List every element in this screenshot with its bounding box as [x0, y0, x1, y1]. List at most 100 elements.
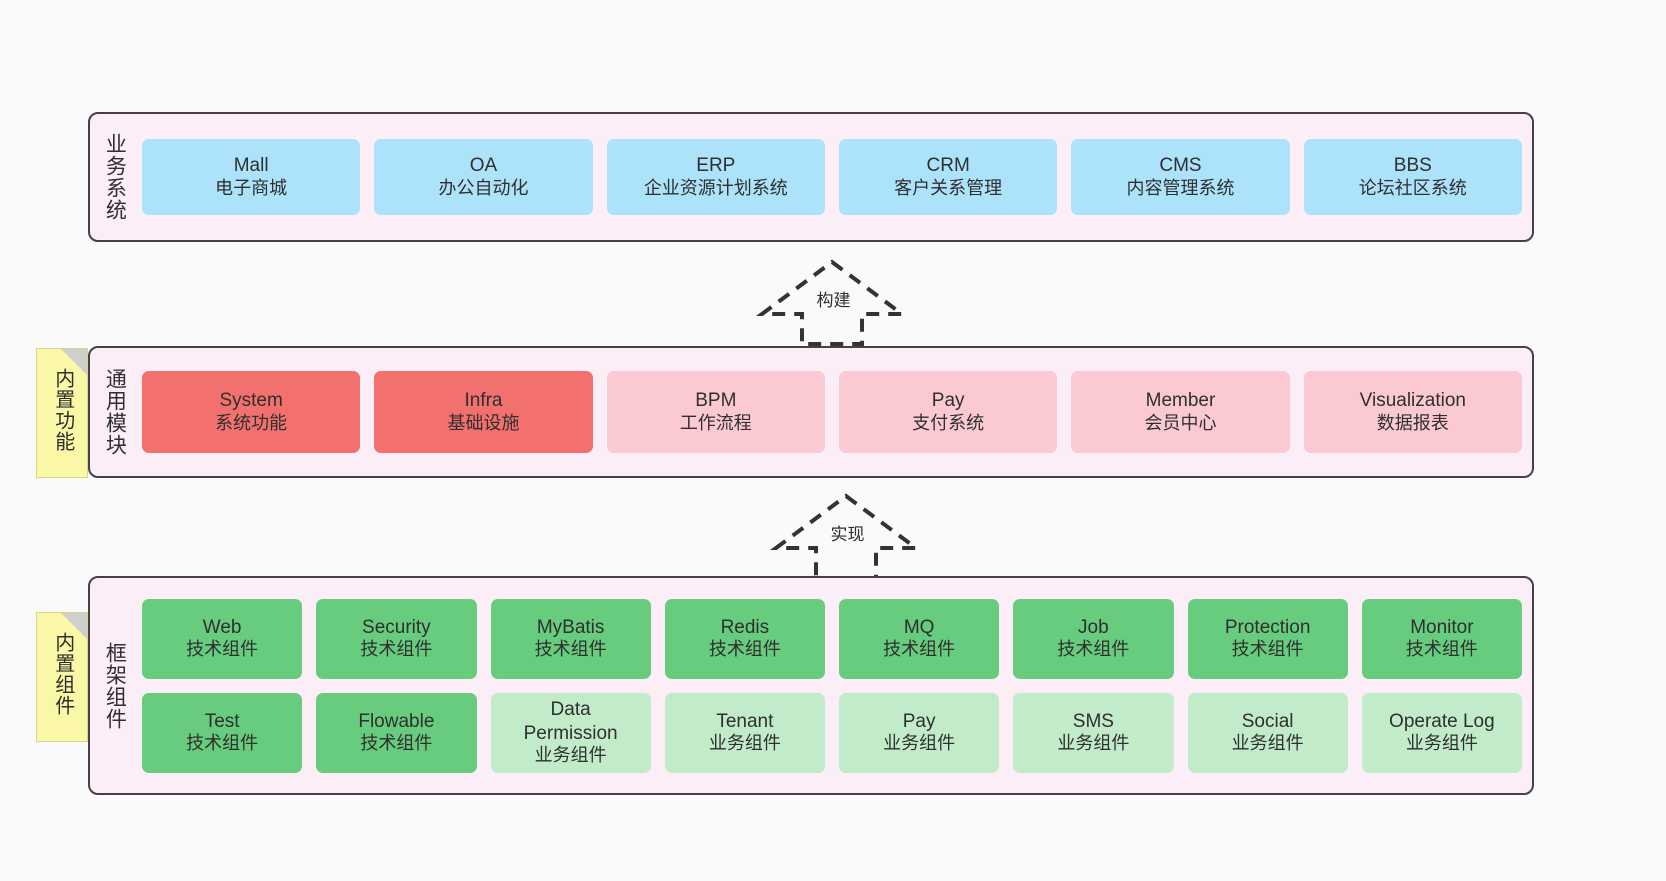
card-mybatis[interactable]: MyBatis 技术组件: [490, 598, 651, 679]
card-title-en: Monitor: [1410, 616, 1474, 638]
card-title-en: Pay: [902, 710, 936, 732]
card-crm[interactable]: CRM 客户关系管理: [838, 139, 1058, 215]
framework-tech-row: Web 技术组件 Security 技术组件 MyBatis 技术组件 Redi…: [142, 598, 1522, 679]
card-title-en: Mall: [233, 155, 269, 177]
band-label-framework-components: 框架组件: [103, 641, 127, 730]
card-test[interactable]: Test 技术组件: [142, 692, 303, 773]
card-monitor[interactable]: Monitor 技术组件: [1361, 598, 1522, 679]
card-redis[interactable]: Redis 技术组件: [664, 598, 825, 679]
card-title-en: System: [219, 390, 283, 412]
note-label: 内置组件: [51, 632, 74, 716]
card-sms[interactable]: SMS 业务组件: [1013, 692, 1174, 773]
common-modules-row: System 系统功能 Infra 基础设施 BPM 工作流程 Pay 支付系统…: [142, 371, 1522, 453]
card-flowable[interactable]: Flowable 技术组件: [316, 692, 477, 773]
card-title-en: Member: [1145, 390, 1216, 412]
card-mall[interactable]: Mall 电子商城: [142, 139, 361, 215]
card-title-en: MQ: [903, 616, 935, 638]
note-fold-icon: [61, 613, 87, 639]
card-title-en: Test: [204, 710, 240, 732]
card-title-en: CMS: [1159, 155, 1202, 177]
note-label: 内置功能: [51, 368, 74, 452]
card-title-cn: 技术组件: [534, 639, 607, 660]
note-builtin-components: 内置组件: [36, 612, 88, 742]
card-title-cn: 技术组件: [1231, 639, 1304, 660]
card-title-en: Redis: [720, 616, 770, 638]
card-title-en: BBS: [1393, 155, 1432, 177]
card-job[interactable]: Job 技术组件: [1013, 598, 1174, 679]
connector-implement-label: 实现: [828, 520, 867, 545]
card-title-en: SMS: [1072, 710, 1114, 732]
framework-biz-row: Test 技术组件 Flowable 技术组件 Data Permission …: [142, 692, 1522, 773]
card-title-en: Tenant: [716, 710, 774, 732]
connector-build-icon: [755, 259, 909, 346]
card-title-cn: 内容管理系统: [1126, 177, 1235, 198]
card-title-en: Operate Log: [1389, 710, 1495, 732]
card-title-en: ERP: [696, 155, 736, 177]
card-bpm[interactable]: BPM 工作流程: [606, 371, 825, 453]
band-common-modules: 通用模块 System 系统功能 Infra 基础设施 BPM 工作流程 Pay…: [88, 346, 1534, 478]
card-security[interactable]: Security 技术组件: [316, 598, 477, 679]
card-protection[interactable]: Protection 技术组件: [1187, 598, 1348, 679]
band-framework-components: 框架组件 Web 技术组件 Security 技术组件 MyBatis 技术组件…: [88, 576, 1534, 795]
card-title-cn: 技术组件: [186, 733, 259, 754]
card-member[interactable]: Member 会员中心: [1071, 371, 1290, 453]
card-title-cn: 业务组件: [1405, 733, 1478, 754]
card-web[interactable]: Web 技术组件: [142, 598, 303, 679]
card-mq[interactable]: MQ 技术组件: [839, 598, 1000, 679]
card-title-cn: 系统功能: [215, 412, 288, 433]
card-cms[interactable]: CMS 内容管理系统: [1071, 139, 1290, 215]
card-title-cn: 技术组件: [883, 639, 956, 660]
card-title-en: Social: [1241, 710, 1294, 732]
card-title-cn: 企业资源计划系统: [643, 177, 788, 198]
card-title-en: Web: [202, 616, 242, 638]
card-pay-component[interactable]: Pay 业务组件: [839, 692, 1000, 773]
card-title-en: Flowable: [358, 710, 435, 732]
card-title-cn: 业务组件: [708, 733, 781, 754]
band-body-business-systems: Mall 电子商城 OA 办公自动化 ERP 企业资源计划系统 CRM 客户关系…: [138, 114, 1532, 240]
connector-implement: 实现: [766, 490, 926, 582]
card-title-en: BPM: [695, 390, 737, 412]
card-title-cn: 办公自动化: [438, 177, 529, 198]
card-operate-log[interactable]: Operate Log 业务组件: [1361, 692, 1522, 773]
card-title-cn: 技术组件: [708, 639, 781, 660]
card-social[interactable]: Social 业务组件: [1187, 692, 1348, 773]
card-title-en: CRM: [926, 155, 970, 177]
card-title-en: Visualization: [1359, 390, 1466, 412]
band-business-systems: 业务系统 Mall 电子商城 OA 办公自动化 ERP 企业资源计划系统 CRM…: [88, 112, 1534, 242]
card-title-en: Job: [1078, 616, 1109, 638]
card-title-en: Infra: [464, 390, 503, 412]
card-title-cn: 业务组件: [883, 733, 956, 754]
card-title-en: Protection: [1224, 616, 1311, 638]
band-body-common-modules: System 系统功能 Infra 基础设施 BPM 工作流程 Pay 支付系统…: [138, 348, 1532, 476]
card-oa[interactable]: OA 办公自动化: [374, 139, 593, 215]
card-title-cn: 业务组件: [1231, 733, 1304, 754]
card-title-en: Data Permission: [523, 699, 618, 744]
card-title-cn: 电子商城: [215, 177, 288, 198]
connector-build: 构建: [752, 256, 912, 348]
card-system[interactable]: System 系统功能: [142, 371, 361, 453]
band-label-common-modules: 通用模块: [103, 368, 127, 456]
connector-build-label: 构建: [814, 286, 853, 311]
card-title-cn: 业务组件: [1057, 733, 1130, 754]
card-title-cn: 技术组件: [360, 733, 433, 754]
card-pay-module[interactable]: Pay 支付系统: [838, 371, 1058, 453]
card-bbs[interactable]: BBS 论坛社区系统: [1303, 139, 1522, 215]
card-title-en: MyBatis: [536, 616, 605, 638]
card-title-cn: 会员中心: [1144, 412, 1217, 433]
card-title-cn: 客户关系管理: [894, 177, 1003, 198]
card-title-cn: 业务组件: [534, 744, 607, 765]
card-title-cn: 数据报表: [1376, 412, 1449, 433]
card-title-cn: 技术组件: [1405, 639, 1478, 660]
card-title-en: OA: [469, 155, 498, 177]
card-infra[interactable]: Infra 基础设施: [374, 371, 593, 453]
card-erp[interactable]: ERP 企业资源计划系统: [606, 139, 825, 215]
card-title-cn: 技术组件: [186, 639, 259, 660]
card-title-cn: 论坛社区系统: [1358, 177, 1467, 198]
card-title-cn: 基础设施: [447, 412, 520, 433]
note-fold-icon: [61, 349, 87, 375]
card-tenant[interactable]: Tenant 业务组件: [664, 692, 825, 773]
card-title-en: Pay: [931, 390, 965, 412]
card-data-permission[interactable]: Data Permission 业务组件: [490, 692, 651, 773]
card-visualization[interactable]: Visualization 数据报表: [1303, 371, 1522, 453]
